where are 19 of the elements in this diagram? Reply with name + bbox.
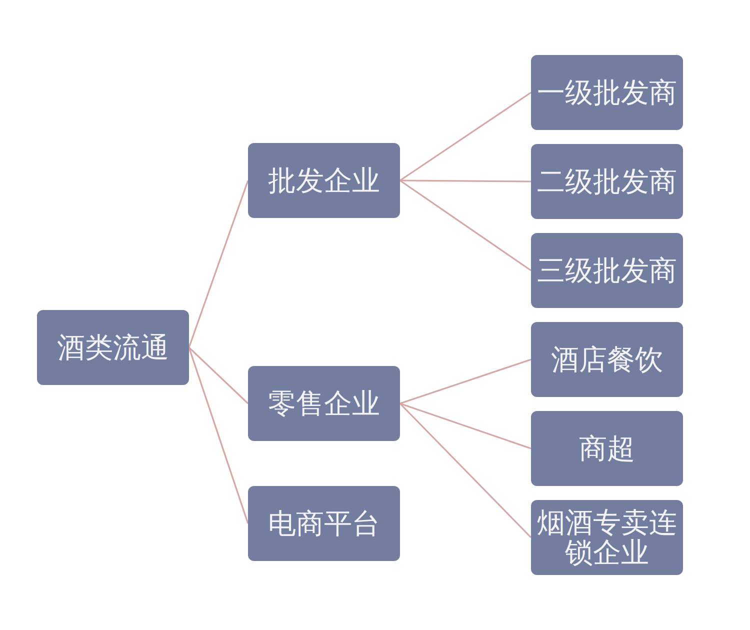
connector-line bbox=[188, 346, 249, 404]
category-box: 商超 bbox=[531, 411, 683, 486]
category-box: 酒类流通 bbox=[37, 310, 189, 385]
category-box: 二级批发商 bbox=[531, 144, 683, 219]
category-box: 零售企业 bbox=[248, 366, 400, 441]
category-box: 三级批发商 bbox=[531, 233, 683, 308]
category-box: 批发企业 bbox=[248, 143, 400, 218]
connector-line bbox=[400, 358, 532, 404]
connector-line bbox=[399, 402, 532, 538]
connector-line bbox=[400, 180, 532, 272]
category-box: 一级批发商 bbox=[531, 55, 683, 130]
connector-line bbox=[188, 347, 249, 524]
category-box: 电商平台 bbox=[248, 486, 400, 561]
category-box: 烟酒专卖连锁企业 bbox=[531, 500, 683, 575]
connector-line bbox=[400, 92, 532, 182]
connector-line bbox=[188, 180, 249, 348]
connector-line bbox=[400, 180, 531, 182]
category-box: 酒店餐饮 bbox=[531, 322, 683, 397]
connector-line bbox=[400, 402, 532, 450]
